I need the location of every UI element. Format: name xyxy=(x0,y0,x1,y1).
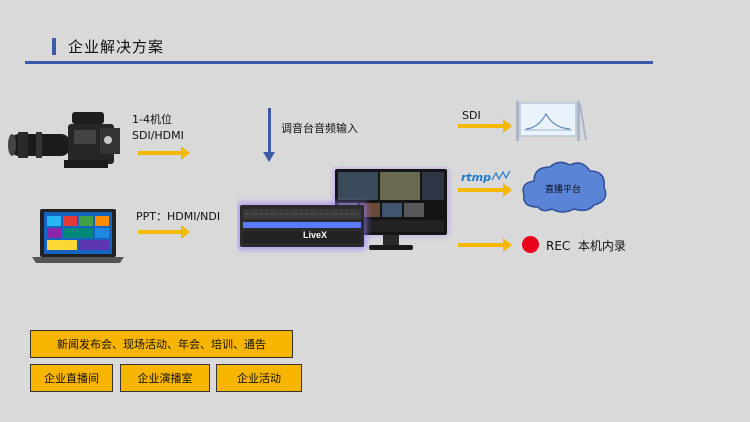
camera-count-label: 1-4机位 xyxy=(132,113,172,126)
rtmp-arrow xyxy=(458,183,512,197)
scenario-box-studio-room: 企业直播间 xyxy=(30,364,113,392)
scenario-box-studio: 企业演播室 xyxy=(120,364,210,392)
title-divider xyxy=(25,61,653,64)
laptop-icon xyxy=(32,209,124,263)
device-brand-label: LiveX xyxy=(303,230,328,240)
display-screen-icon xyxy=(516,101,587,141)
rtmp-logo: rtmp xyxy=(461,171,492,184)
live-platform-label: 直播平台 xyxy=(545,185,582,195)
scenario-box-wide: 新闻发布会、现场活动、年会、培训、通告 xyxy=(30,330,293,358)
rec-label: REC 本机内录 xyxy=(546,239,626,253)
camera-interface-label: SDI/HDMI xyxy=(132,129,184,142)
rec-arrow xyxy=(458,238,512,252)
scenario-box-event: 企业活动 xyxy=(216,364,302,392)
laptop-arrow xyxy=(138,225,190,239)
cloud-icon xyxy=(522,161,607,213)
camera-arrow xyxy=(138,146,190,160)
laptop-interface-label: PPT：HDMI/NDI xyxy=(136,210,221,223)
rtmp-wave-icon xyxy=(491,170,511,181)
page-title: 企业解决方案 xyxy=(68,38,165,56)
livex-device-icon xyxy=(237,168,449,250)
camera-icon xyxy=(8,112,120,168)
rec-dot-icon xyxy=(522,236,539,253)
audio-arrow xyxy=(263,108,275,162)
audio-input-label: 调音台音频输入 xyxy=(281,122,358,135)
sdi-arrow xyxy=(458,119,512,133)
sdi-output-label: SDI xyxy=(462,109,481,122)
title-accent-bar xyxy=(52,38,56,55)
